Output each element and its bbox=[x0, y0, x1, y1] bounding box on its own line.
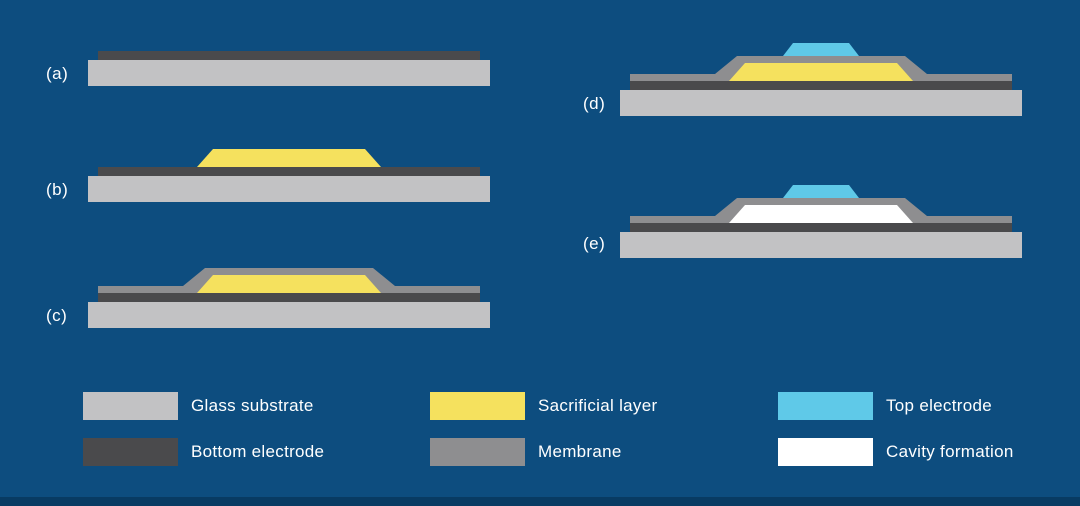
step-drawing-a bbox=[88, 51, 490, 86]
legend-label-cavity-formation: Cavity formation bbox=[886, 442, 1014, 461]
legend-swatch-glass-substrate bbox=[83, 392, 178, 420]
legend-label-sacrificial-layer: Sacrificial layer bbox=[538, 396, 658, 415]
top-electrode-layer bbox=[783, 185, 859, 198]
sacrificial-layer bbox=[729, 63, 913, 81]
legend-item-membrane: Membrane bbox=[430, 438, 622, 466]
glass-substrate-layer bbox=[88, 60, 490, 86]
legend-swatch-top-electrode bbox=[778, 392, 873, 420]
step-label-b: (b) bbox=[46, 180, 69, 199]
legend-label-glass-substrate: Glass substrate bbox=[191, 396, 314, 415]
legend-swatch-sacrificial-layer bbox=[430, 392, 525, 420]
legend-swatch-bottom-electrode bbox=[83, 438, 178, 466]
glass-substrate-layer bbox=[88, 176, 490, 202]
cavity-layer bbox=[729, 205, 913, 223]
bottom-electrode-layer bbox=[630, 81, 1012, 90]
legend-item-bottom-electrode: Bottom electrode bbox=[83, 438, 324, 466]
legend-label-bottom-electrode: Bottom electrode bbox=[191, 442, 325, 461]
step-drawing-b bbox=[88, 149, 490, 202]
bottom-electrode-layer bbox=[98, 51, 480, 60]
legend-item-glass-substrate: Glass substrate bbox=[83, 392, 314, 420]
legend-label-top-electrode: Top electrode bbox=[886, 396, 992, 415]
legend-swatch-cavity-formation bbox=[778, 438, 873, 466]
bottom-electrode-layer bbox=[98, 293, 480, 302]
step-drawing-c bbox=[88, 268, 490, 328]
bottom-accent-bar bbox=[0, 497, 1080, 506]
step-drawing-e bbox=[620, 185, 1022, 258]
legend-item-cavity-formation: Cavity formation bbox=[778, 438, 1014, 466]
step-label-e: (e) bbox=[583, 234, 606, 253]
top-electrode-layer bbox=[783, 43, 859, 56]
step-label-a: (a) bbox=[46, 64, 69, 83]
legend-swatch-membrane bbox=[430, 438, 525, 466]
glass-substrate-layer bbox=[88, 302, 490, 328]
step-label-d: (d) bbox=[583, 94, 606, 113]
legend-item-sacrificial-layer: Sacrificial layer bbox=[430, 392, 657, 420]
glass-substrate-layer bbox=[620, 90, 1022, 116]
sacrificial-layer bbox=[197, 149, 381, 167]
bottom-electrode-layer bbox=[98, 167, 480, 176]
glass-substrate-layer bbox=[620, 232, 1022, 258]
step-label-c: (c) bbox=[46, 306, 68, 325]
legend-item-top-electrode: Top electrode bbox=[778, 392, 992, 420]
sacrificial-layer bbox=[197, 275, 381, 293]
legend-label-membrane: Membrane bbox=[538, 442, 622, 461]
step-drawing-d bbox=[620, 43, 1022, 116]
bottom-electrode-layer bbox=[630, 223, 1012, 232]
